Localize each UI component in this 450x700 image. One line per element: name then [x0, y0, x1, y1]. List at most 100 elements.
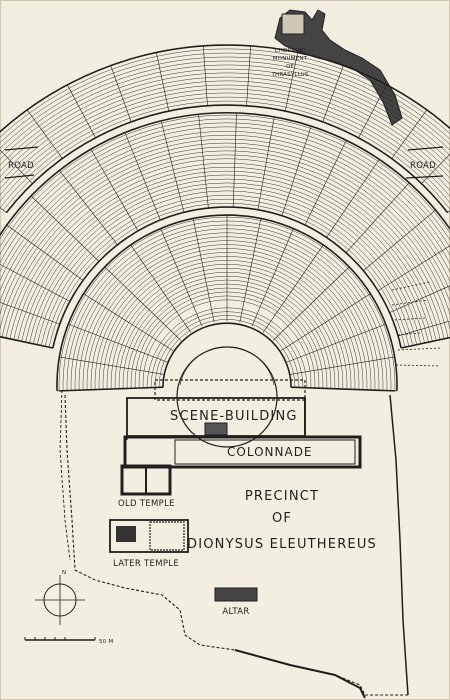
seat-row	[25, 178, 429, 343]
seat-row	[0, 44, 450, 133]
eastern-foundations	[391, 281, 441, 367]
stair-aisle	[326, 159, 380, 238]
monument-block	[281, 13, 305, 35]
seat-row	[0, 76, 450, 178]
stair-aisle	[281, 126, 312, 216]
cavea-end-wall	[400, 336, 450, 349]
stair-aisle	[246, 45, 251, 106]
retaining-wall	[162, 322, 292, 388]
south-wall	[234, 649, 366, 699]
seat-row	[0, 52, 450, 144]
road-label-west: ROAD	[8, 161, 34, 171]
cavea-end-wall	[0, 335, 54, 349]
stair-aisle	[398, 320, 450, 337]
stair-aisle	[232, 113, 237, 208]
seat-row	[36, 190, 418, 345]
stair-aisle	[239, 218, 262, 323]
diazoma-walls	[0, 44, 450, 392]
stair-aisle	[389, 285, 450, 313]
scale-label: 50 M	[99, 639, 113, 645]
seat-row	[17, 170, 437, 341]
monument-label-line-1: CHORAGIC	[275, 48, 306, 54]
scene-building	[126, 379, 306, 437]
monument-label-line-2: MONUMENT	[273, 56, 308, 62]
precinct-label-line-3: DIONYSUS ELEUTHEREUS	[187, 537, 377, 552]
stair-aisle	[198, 114, 209, 209]
seat-row	[13, 167, 441, 340]
seat-row	[0, 88, 450, 196]
stair-aisle	[304, 140, 347, 226]
stair-aisle	[67, 84, 96, 138]
monument-label-line-3: OF	[286, 64, 294, 70]
stair-aisle	[0, 263, 70, 302]
seat-row	[0, 80, 450, 184]
monument-label-line-4: THRASYLLUS	[270, 72, 308, 78]
stair-aisle	[156, 52, 170, 112]
stair-aisle	[286, 323, 386, 363]
stair-aisle	[280, 293, 371, 351]
colonnade-label: COLONNADE	[227, 445, 313, 459]
seat-row	[0, 56, 450, 149]
stair-aisle	[377, 245, 450, 291]
scale-bar	[24, 637, 96, 641]
seat-row	[48, 203, 406, 348]
stair-aisle	[257, 117, 275, 210]
old-temple-label: OLD TEMPLE	[118, 499, 175, 509]
scene-building-label: SCENE-BUILDING	[170, 409, 298, 424]
precinct-label-line-1: PRECINCT	[245, 489, 319, 504]
east-boundary-wall	[389, 394, 409, 696]
seat-row	[0, 84, 450, 190]
cavea-end-wall	[59, 386, 164, 392]
seat-row	[29, 182, 425, 344]
stair-aisle	[262, 244, 324, 333]
seat-row	[0, 118, 450, 247]
stair-aisle	[104, 266, 182, 341]
stair-aisle	[130, 244, 192, 333]
stair-aisle	[192, 218, 215, 323]
seat-row	[0, 72, 450, 172]
retaining-wall	[0, 44, 450, 134]
retaining-wall	[56, 214, 398, 391]
seat-row	[21, 174, 433, 342]
seat-row	[0, 60, 450, 155]
seat-row	[0, 96, 450, 208]
stair-aisle	[358, 84, 387, 138]
colonnade	[123, 435, 362, 469]
cavea	[0, 44, 450, 392]
west-wall	[59, 389, 71, 561]
stair-aisle	[31, 195, 100, 262]
stair-aisle	[290, 356, 395, 375]
retaining-wall	[5, 104, 449, 214]
stair-aisle	[110, 65, 132, 123]
stair-aisle	[272, 266, 350, 341]
seat-row	[0, 114, 450, 240]
road-label-east: ROAD	[410, 161, 436, 171]
stair-aisle	[90, 149, 139, 231]
seat-row	[0, 48, 450, 138]
seat-row	[40, 195, 414, 346]
stair-aisle	[203, 45, 208, 106]
stair-aisle	[0, 302, 60, 325]
precinct-label-line-2: OF	[272, 511, 292, 526]
stair-aisle	[251, 228, 294, 327]
stair-aisle	[124, 132, 161, 221]
stair-aisle	[160, 228, 203, 327]
stair-aisle	[322, 65, 344, 123]
seat-row	[1, 154, 450, 338]
stair-aisle	[68, 323, 168, 363]
later-temple	[109, 519, 189, 553]
compass-north-label: N	[62, 570, 66, 576]
stair-aisle	[6, 224, 84, 281]
stair-aisle	[59, 170, 118, 245]
seat-row	[33, 186, 421, 344]
altar	[214, 587, 258, 602]
stair-aisle	[284, 52, 298, 112]
seat-row	[44, 198, 410, 347]
stair-aisle	[421, 153, 450, 184]
old-temple	[120, 464, 172, 496]
stair-aisle	[345, 182, 410, 253]
retaining-wall	[52, 206, 402, 349]
seat-row	[0, 92, 450, 202]
seat-row	[0, 126, 450, 263]
